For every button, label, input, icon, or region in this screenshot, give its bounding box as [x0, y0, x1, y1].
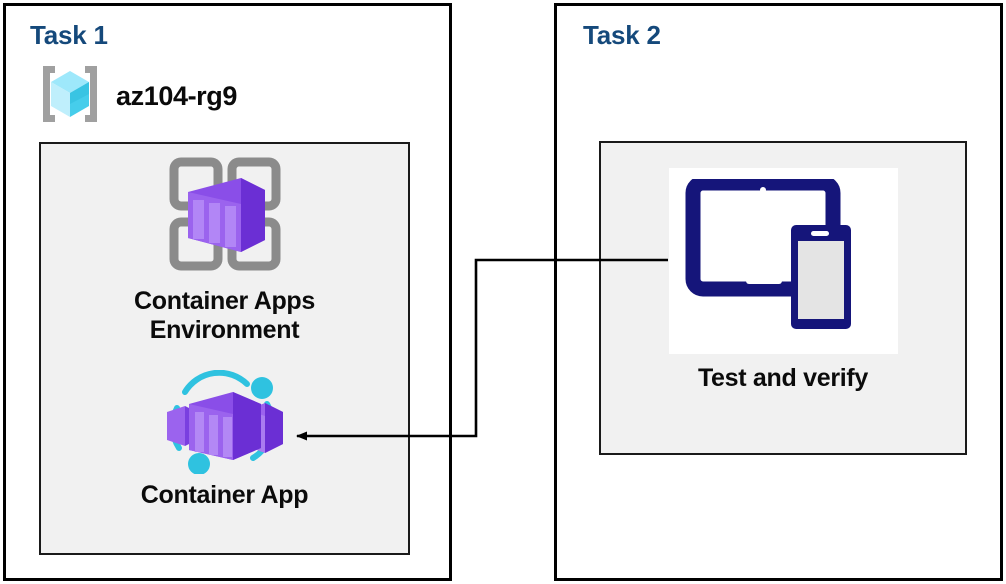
- test-and-verify-icon-plate: [668, 168, 898, 354]
- container-app-icon: [155, 369, 295, 479]
- node-container-apps-environment: Container Apps Environment: [39, 152, 410, 345]
- node-container-app: Container App: [39, 369, 410, 510]
- task-1-title: Task 1: [30, 20, 108, 50]
- test-and-verify-caption: Test and verify: [697, 364, 869, 392]
- test-and-verify-devices-icon: [683, 175, 883, 344]
- resource-group-label: az104-rg9: [116, 81, 237, 111]
- container-app-caption: Container App: [140, 481, 309, 509]
- task-2-title: Task 2: [583, 20, 661, 50]
- resource-group-icon: [36, 62, 104, 131]
- node-test-and-verify: Test and verify: [599, 168, 967, 393]
- container-apps-environment-caption: Container Apps Environment: [134, 287, 315, 344]
- container-apps-environment-icon: [161, 152, 289, 283]
- resource-group-row: az104-rg9: [36, 62, 237, 131]
